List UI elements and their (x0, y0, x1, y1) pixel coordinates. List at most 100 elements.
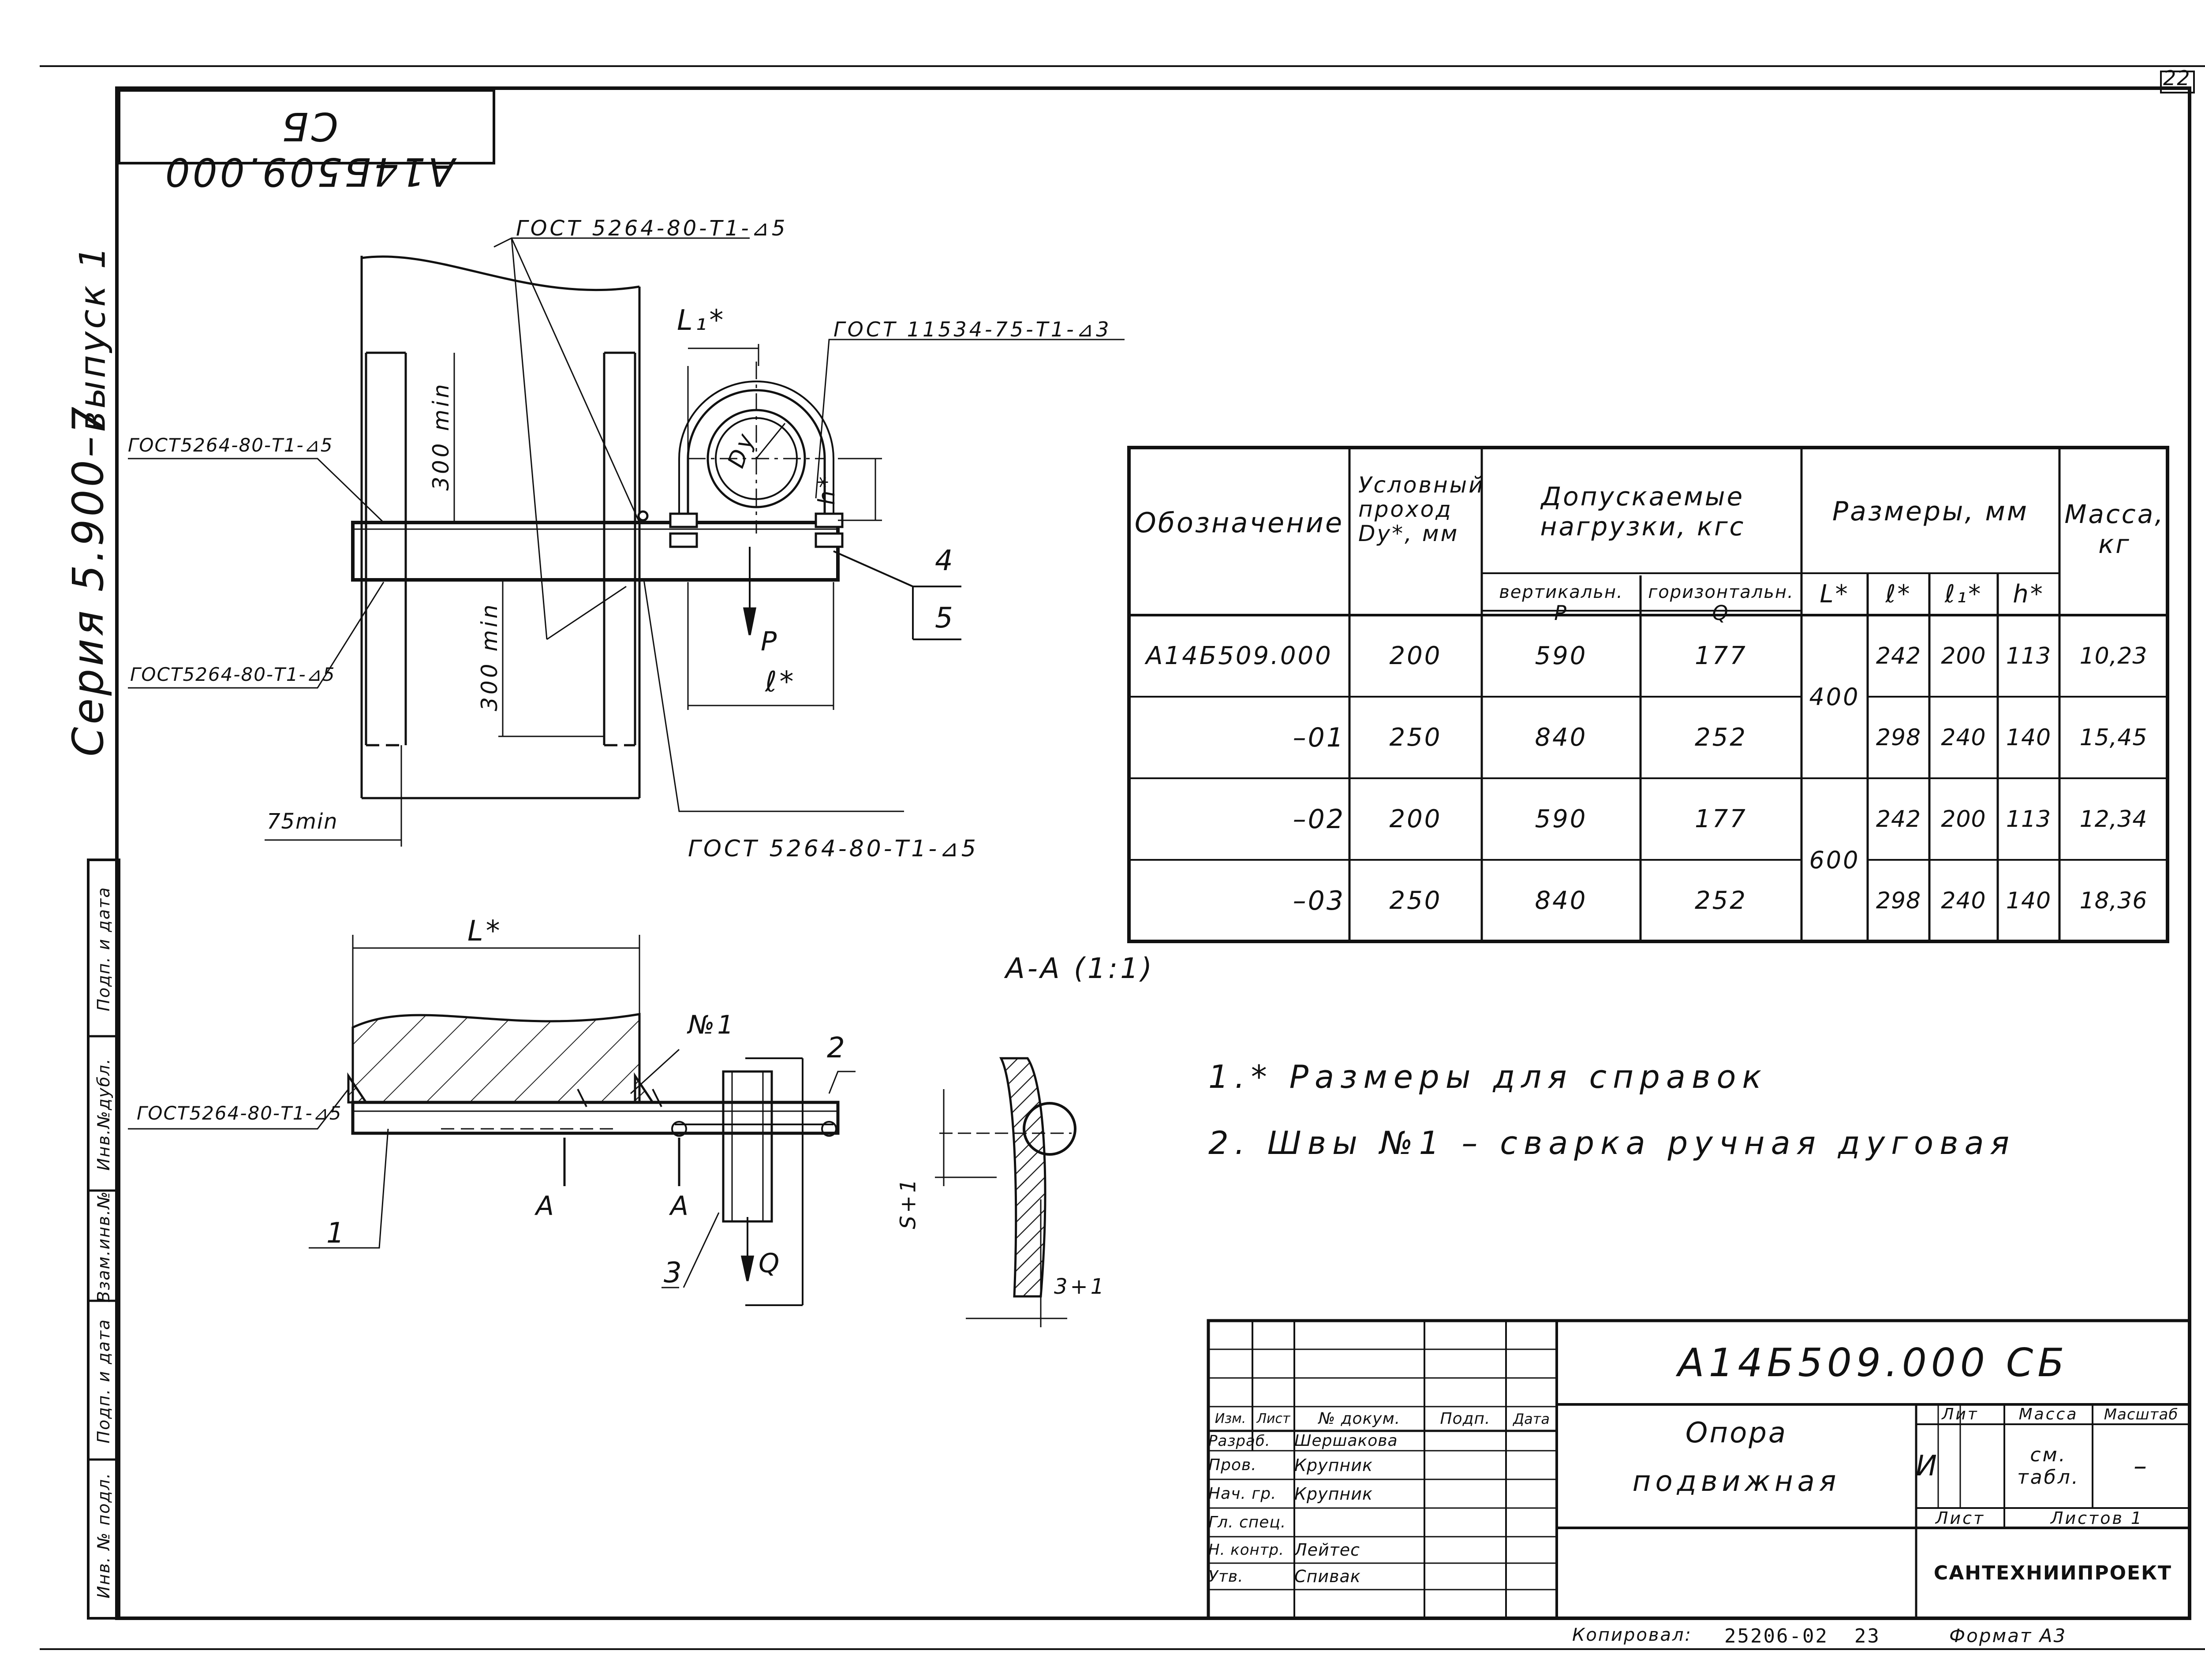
th-l1: ℓ₁* (1944, 580, 1983, 609)
tb-doc-number: А14Б509.000 СБ (1678, 1340, 2069, 1385)
position-4: 4 (935, 545, 956, 577)
tb-col-docnum: № докум. (1318, 1410, 1401, 1428)
position-3: 3 (664, 1257, 684, 1289)
row-1-l: 242 (1876, 642, 1921, 669)
th-designation: Обозначение (1134, 506, 1344, 539)
th-p: P (1554, 601, 1568, 625)
th-L: L* (1820, 580, 1850, 609)
th-loads: Допускаемые нагрузки, кгс (1540, 482, 1745, 541)
row-4-l: 298 (1876, 887, 1921, 914)
label-p: P (761, 626, 780, 657)
tb-role-checker: Пров. (1208, 1456, 1257, 1474)
tb-role-norm-control: Н. контр. (1208, 1541, 1284, 1559)
position-2: 2 (827, 1032, 848, 1064)
elevation-view (128, 237, 1125, 847)
row-1-mass: 10,23 (2079, 642, 2148, 669)
row-2-q: 252 (1695, 723, 1747, 752)
section-mark-right: A (670, 1191, 691, 1221)
row-4-designation: –03 (1293, 885, 1345, 916)
tb-col-sign: Подп. (1440, 1410, 1491, 1428)
dim-300-lower: 300 min (477, 602, 502, 711)
row-4-h: 140 (2006, 887, 2052, 914)
tb-lit-value: И (1916, 1450, 1939, 1482)
dim-l-plan: L* (467, 915, 503, 948)
margin-label-inv-dup: Инв.№дубл. (94, 1058, 113, 1171)
row-2-designation: –01 (1293, 722, 1345, 753)
th-h: h* (2013, 580, 2044, 609)
tb-person-norm-control: Лейтес (1294, 1540, 1360, 1560)
tb-mass-label: Масса (2018, 1405, 2078, 1423)
th-mass: Масса, кг (2064, 499, 2165, 559)
weld-callout-bottom: ГОСТ 5264-80-Т1-⊿5 (688, 836, 979, 862)
row-1-dn: 200 (1389, 642, 1442, 670)
tb-role-group-head: Нач. гр. (1208, 1485, 1277, 1503)
weld-callout-clamp: ГОСТ 11534-75-Т1-⊿3 (833, 317, 1112, 341)
row-4-dn: 250 (1389, 886, 1442, 915)
dim-75-min: 75min (267, 809, 338, 834)
position-5: 5 (935, 602, 956, 635)
footer-code: 25206-02 23 (1724, 1625, 1880, 1647)
tb-person-checker: Крупник (1294, 1455, 1373, 1475)
tb-person-approved: Спивак (1294, 1567, 1361, 1586)
tb-col-change: Изм. (1215, 1411, 1246, 1426)
row-1-q: 177 (1695, 642, 1747, 670)
footer-copied-label: Копировал: (1572, 1625, 1693, 1645)
series-label: Серия 5.900–7 (64, 404, 113, 757)
tb-sheet-label: Лист (1935, 1508, 1985, 1528)
row-2-mass: 15,45 (2079, 724, 2148, 751)
row-4-p: 840 (1535, 886, 1588, 915)
row-3-dn: 200 (1389, 805, 1442, 833)
row-3-h: 113 (2006, 806, 2052, 833)
weld-callout-plan: ГОСТ5264-80-Т1-⊿5 (137, 1102, 342, 1124)
tb-col-sheet: Лист (1256, 1411, 1290, 1426)
tb-name-line1: Опора (1685, 1417, 1788, 1449)
th-l: ℓ* (1885, 580, 1912, 609)
row-3-designation: –02 (1293, 803, 1345, 835)
note-2: 2. Швы №1 – сварка ручная дуговая (1208, 1124, 2015, 1161)
row-2-l: 298 (1876, 724, 1921, 751)
th-vertical: вертикальн. (1499, 582, 1623, 602)
margin-label-sign-date-2: Подп. и дата (94, 886, 113, 1012)
sheet-frame (40, 65, 2205, 1650)
L-group-400: 400 (1809, 683, 1860, 711)
spec-table-grid (1127, 446, 2169, 943)
weld-callout-left-mid: ГОСТ5264-80-Т1-⊿5 (130, 664, 336, 685)
tb-role-developer: Разраб. (1208, 1432, 1271, 1450)
tb-sheets-label: Листов 1 (2050, 1508, 2144, 1528)
issue-label: выпуск 1 (72, 244, 113, 432)
dim-h: h* (814, 474, 841, 505)
plan-view (128, 935, 856, 1306)
row-2-l1: 240 (1941, 724, 1986, 751)
position-1: 1 (326, 1217, 347, 1250)
row-4-l1: 240 (1941, 887, 1986, 914)
tb-person-developer: Шершакова (1294, 1432, 1398, 1450)
row-4-q: 252 (1695, 886, 1747, 915)
tb-scale-label: Масштаб (2104, 1405, 2179, 1423)
row-3-l: 242 (1876, 806, 1921, 833)
tb-mass-value: см. табл. (2017, 1444, 2080, 1489)
row-3-q: 177 (1695, 805, 1747, 833)
tb-lit-label: Лит (1942, 1405, 1979, 1423)
row-3-p: 590 (1535, 805, 1588, 833)
section-dim-3: 3+1 (1054, 1274, 1107, 1299)
row-2-h: 140 (2006, 724, 2052, 751)
row-3-mass: 12,34 (2079, 806, 2148, 833)
tb-role-chief-spec: Гл. спец. (1208, 1513, 1286, 1531)
tb-role-approved: Утв. (1208, 1567, 1244, 1586)
row-3-l1: 200 (1941, 806, 1986, 833)
th-q: Q (1712, 601, 1730, 625)
weld-callout-top: ГОСТ 5264-80-Т1-⊿5 (516, 216, 788, 241)
section-dim-s: S+1 (896, 1176, 921, 1229)
margin-label-inv-orig: Инв. № подл. (94, 1472, 113, 1599)
sheet-number: 22 (2163, 66, 2191, 90)
tb-scale-value: – (2134, 1451, 2149, 1482)
th-dimensions: Размеры, мм (1832, 496, 2029, 527)
row-1-l1: 200 (1941, 642, 1986, 669)
th-horizontal: горизонтальн. (1648, 582, 1794, 602)
dim-l1: L₁* (677, 304, 726, 337)
L-group-600: 600 (1809, 846, 1860, 874)
row-4-mass: 18,36 (2079, 887, 2148, 914)
row-1-designation: А14Б509.000 (1146, 642, 1333, 670)
dim-300-upper: 300 min (428, 381, 454, 491)
